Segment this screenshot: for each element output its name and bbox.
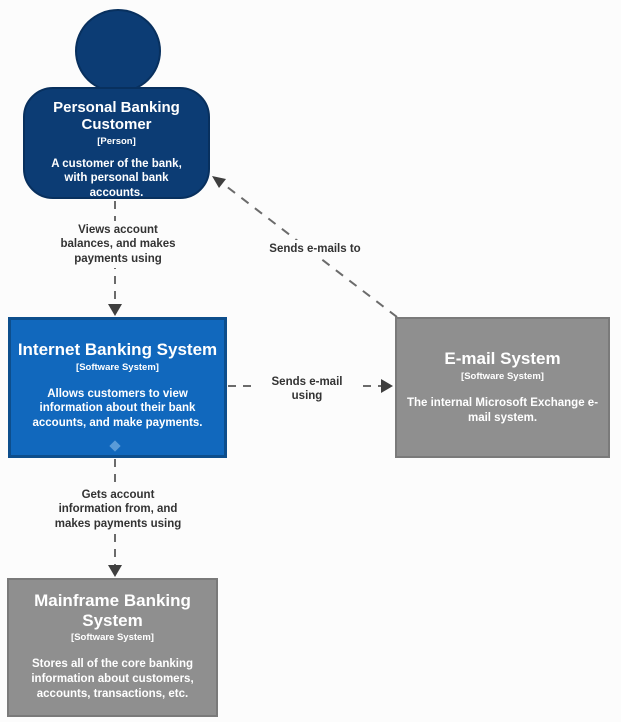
node-mainframe-banking-system[interactable]: Mainframe Banking System [Software Syste… (7, 578, 218, 717)
node-type-label: [Software System] (76, 361, 159, 373)
relationship-label-sends-emails-to: Sends e-mails to (256, 240, 374, 259)
relationship-label-sends-email-using: Sends e-mail using (254, 373, 360, 406)
node-description: Allows customers to view information abo… (32, 387, 203, 430)
node-title: Internet Banking System (17, 340, 218, 359)
edge-sends-email-using-arrowhead (381, 379, 393, 393)
node-description: Stores all of the core banking informati… (31, 658, 194, 700)
node-description: The internal Microsoft Exchange e-mail s… (406, 396, 599, 424)
node-title: Personal Banking Customer (53, 99, 180, 134)
person-head-icon (75, 9, 161, 93)
edge-views-account-arrowhead (108, 304, 122, 316)
person-body-shape: Personal Banking Customer [Person] A cus… (23, 87, 210, 199)
node-internet-banking-system[interactable]: Internet Banking System [Software System… (8, 317, 227, 458)
relationship-label-gets-account: Gets account information from, and makes… (50, 486, 186, 534)
node-type-label: [Software System] (461, 370, 544, 382)
node-email-system[interactable]: E-mail System [Software System] The inte… (395, 317, 610, 458)
node-type-label: [Software System] (71, 632, 154, 644)
relationship-label-views-account: Views account balances, and makes paymen… (53, 221, 183, 269)
node-type-label: [Person] (97, 135, 136, 147)
edge-sends-emails-to-arrowhead (212, 176, 226, 188)
node-title: Mainframe Banking System (34, 591, 191, 630)
edge-gets-account-arrowhead (108, 565, 122, 577)
node-title: E-mail System (444, 349, 561, 369)
node-description: A customer of the bank, with personal ba… (51, 157, 182, 200)
